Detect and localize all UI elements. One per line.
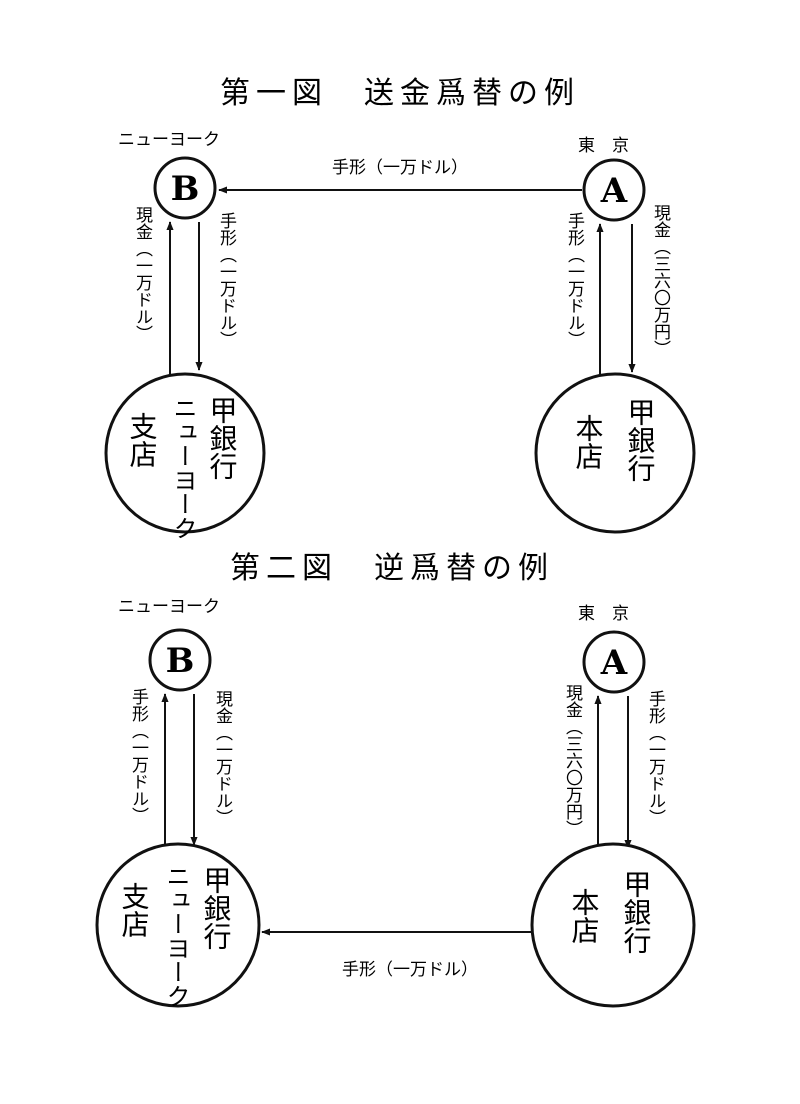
figure-1-ny-branch-col2: ニューヨーク	[169, 396, 197, 540]
figure-2-arrow-right-up-label: 現金（三六〇万円）	[562, 684, 583, 837]
figure-1-node-a-label: A	[600, 171, 628, 211]
figure-2-ny-branch-col1: 支店	[118, 882, 151, 938]
figure-1-arrow-right-down-label: 現金（三六〇万円）	[650, 204, 671, 357]
figure-2-arrow-right-down-label: 手形（一万ドル）	[645, 690, 666, 826]
figure-2-node-a-circle	[582, 630, 646, 694]
figure-2-title: 第二図 逆爲替の例	[230, 551, 554, 586]
figure-1-location-tokyo: 東 京	[578, 136, 629, 156]
figure-2: 第二図 逆爲替の例 ニューヨーク 東 京 B A 手形（一万ドル） 現金（一万ド…	[95, 551, 696, 1008]
figure-1-title: 第一図 送金爲替の例	[220, 76, 580, 111]
figure-2-ny-branch-circle	[95, 842, 261, 1008]
figure-1-arrow-right-up-label: 手形（一万ドル）	[564, 212, 585, 348]
figure-2-arrow-left-down-label: 現金（一万ドル）	[212, 690, 233, 826]
figure-1-arrow-left-down-label: 手形（一万ドル）	[216, 212, 237, 348]
figure-1-node-a-circle	[582, 158, 646, 222]
figure-1-arrow-left-up-label: 現金（一万ドル）	[132, 206, 153, 342]
figure-1-location-new-york: ニューヨーク	[118, 130, 220, 150]
figure-2-ny-branch-col2: ニューヨーク	[162, 864, 190, 1008]
figure-1-ny-branch-circle	[104, 372, 266, 534]
figure-2-arrow-left-up-label: 手形（一万ドル）	[128, 688, 149, 824]
figure-2-tokyo-head-col1: 本店	[568, 888, 601, 944]
figure-1-arrow-top-label: 手形（一万ドル）	[332, 158, 468, 178]
figure-1-tokyo-head-col2: 甲銀行	[624, 398, 657, 482]
figure-1-node-b-label: B	[171, 169, 200, 209]
figure-2-tokyo-head-circle	[530, 842, 696, 1008]
figure-2-tokyo-head-col2: 甲銀行	[620, 870, 653, 954]
figure-2-node-b-label: B	[166, 641, 195, 681]
figure-1-node-b-circle	[153, 156, 217, 220]
figure-1: 第一図 送金爲替の例 ニューヨーク 東 京 B A 手形（一万ドル） 現金（一万…	[104, 76, 696, 540]
figure-1-tokyo-head-circle	[534, 372, 696, 534]
figure-2-ny-branch-col3: 甲銀行	[200, 866, 233, 950]
figure-2-node-b-circle	[148, 628, 212, 692]
figure-2-location-new-york: ニューヨーク	[118, 597, 220, 617]
figure-2-node-a-label: A	[600, 643, 628, 683]
figure-1-ny-branch-col1: 支店	[126, 412, 159, 468]
figure-1-tokyo-head-col1: 本店	[572, 414, 605, 470]
figure-2-location-tokyo: 東 京	[578, 604, 629, 624]
figure-2-arrow-bottom-label: 手形（一万ドル）	[342, 960, 478, 980]
figure-1-ny-branch-col3: 甲銀行	[206, 396, 239, 480]
